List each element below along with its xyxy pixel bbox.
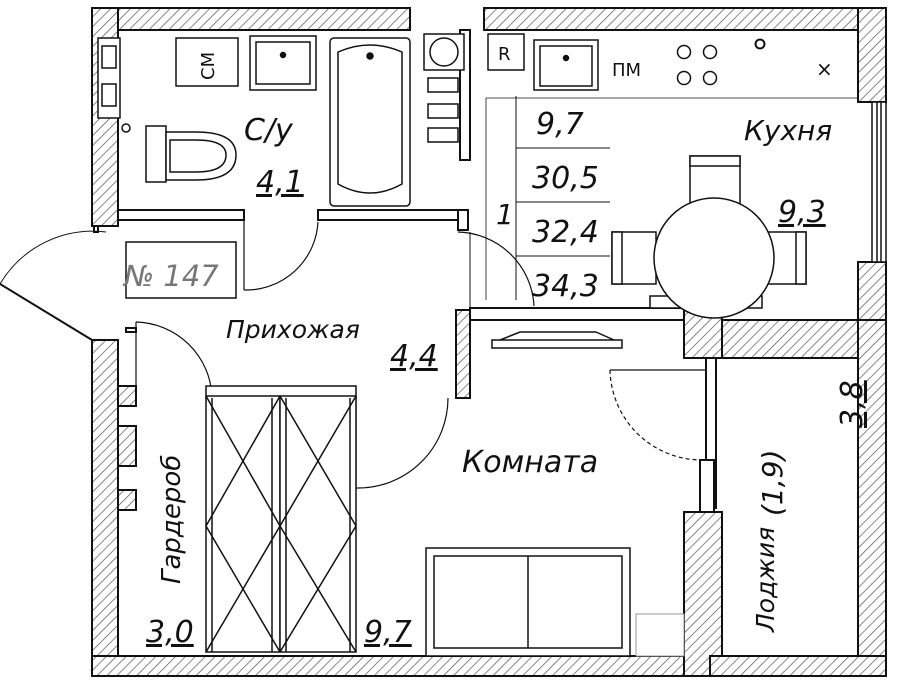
- total-area-2: 32,4: [532, 215, 599, 250]
- wardrobe-name: Гардероб: [157, 455, 187, 584]
- dining-table: [653, 197, 775, 319]
- appliance-labels: СМ ПМ R ×: [198, 44, 833, 81]
- living-room-area: 9,7: [364, 615, 412, 650]
- structural-walls: [91, 7, 887, 677]
- loggia-name: Лоджия: [751, 527, 780, 633]
- dishwasher-label: ПМ: [612, 60, 641, 81]
- apartment-summary: № 147 1 9,7 30,5 32,4 34,3: [122, 107, 599, 304]
- interior-partitions: [93, 29, 717, 513]
- entrance-door: [0, 230, 107, 341]
- top-wall-openings: [409, 8, 485, 30]
- room-labels: С/у 4,1 Кухня 9,3 Прихожая 4,4 Комната 9…: [146, 113, 870, 650]
- loggia-area-paren: (1,9): [756, 450, 789, 516]
- apartment-number-box: [125, 241, 237, 299]
- washer-label: СМ: [198, 52, 219, 80]
- nightstand: [635, 613, 685, 657]
- loggia-area: 3,8: [835, 380, 870, 428]
- fridge-box: [487, 33, 525, 71]
- kitchen-window: [871, 101, 887, 263]
- rooms-count: 1: [496, 198, 514, 231]
- hallway-name: Прихожая: [226, 315, 360, 344]
- hood-label: ×: [816, 57, 833, 81]
- apartment-number: № 147: [122, 259, 219, 293]
- total-area-1: 30,5: [532, 161, 599, 196]
- kitchen-fixtures: [485, 33, 858, 300]
- hallway-area: 4,4: [390, 339, 438, 374]
- sofa: [425, 547, 631, 657]
- kitchen-area: 9,3: [778, 195, 826, 230]
- bathroom-name: С/у: [244, 113, 294, 148]
- kitchen-name: Кухня: [744, 114, 832, 147]
- living-room-name: Комната: [462, 445, 598, 480]
- fridge-label: R: [498, 44, 511, 65]
- wardrobe-cabinets: [205, 385, 357, 653]
- living-area-total: 9,7: [536, 107, 584, 142]
- total-area-3: 34,3: [532, 269, 599, 304]
- washer-outline: [175, 37, 239, 87]
- cooktop: [666, 36, 728, 92]
- bathroom-fixtures: [97, 33, 465, 207]
- tv-stand: [491, 331, 623, 349]
- dining-set: [611, 155, 807, 319]
- wardrobe-area: 3,0: [146, 615, 194, 650]
- bathroom-area: 4,1: [256, 165, 304, 200]
- toilet-tank: [145, 125, 167, 183]
